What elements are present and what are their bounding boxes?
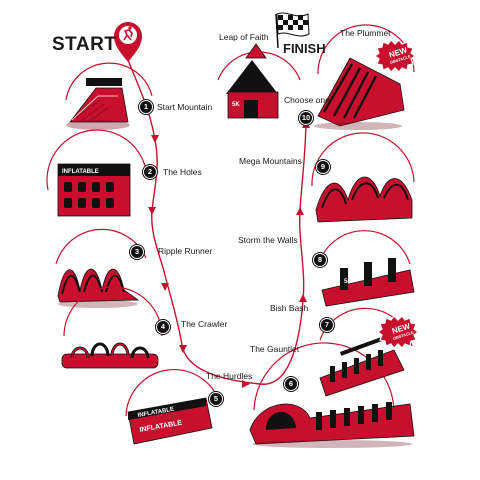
- leap-of-faith-label: Leap of Faith: [219, 32, 269, 42]
- leap-brand-text: 5K: [232, 102, 240, 108]
- station-label-mega-mountains: Mega Mountains: [239, 156, 302, 166]
- station-number-5: 5: [209, 392, 223, 406]
- obstacle-the-gauntlet-illustration: [249, 342, 415, 448]
- obstacle-leap-of-faith-illustration: 5K: [217, 43, 301, 119]
- station-number-9: 9: [316, 160, 330, 174]
- obstacle-storm-the-walls-illustration: 5K: [317, 230, 415, 307]
- station-number-7: 7: [320, 318, 334, 332]
- obstacle-the-plummet-illustration: [314, 24, 415, 130]
- station-label-choose-one: Choose one: [284, 95, 330, 105]
- start-title: START: [52, 34, 117, 55]
- new-obstacle-badge-plummet: [374, 39, 416, 73]
- station-number-10: 10: [299, 111, 313, 125]
- obstacle-mega-mountains-illustration: [311, 132, 415, 223]
- finish-title: FINISH: [283, 41, 326, 56]
- holes-brand-text: INFLATABLE: [62, 169, 99, 175]
- route-path: [127, 59, 307, 385]
- walls-brand-text: 5K: [344, 279, 352, 285]
- obstacle-the-crawler-illustration: [61, 286, 163, 369]
- station-label-bish-bash: Bish Bash: [270, 303, 309, 313]
- station-label-the-hurdles: The Hurdles: [206, 371, 253, 381]
- station-number-1: 1: [139, 100, 153, 114]
- station-label-the-holes: The Holes: [163, 167, 202, 177]
- finish-flag-icon: [275, 12, 310, 49]
- obstacle-ripple-runner-illustration: [55, 228, 147, 308]
- the-plummet-label: The Plummet: [340, 28, 391, 38]
- station-number-6: 6: [284, 377, 298, 391]
- start-pin-icon: [114, 22, 142, 62]
- station-label-the-crawler: The Crawler: [181, 319, 228, 329]
- new-obstacle-badge-bish-bash: [377, 315, 419, 349]
- station-number-2: 2: [143, 165, 157, 179]
- obstacle-the-holes-illustration: INFLATABLE: [46, 129, 147, 217]
- station-label-ripple-runner: Ripple Runner: [158, 246, 213, 256]
- obstacle-start-mountain-illustration: [65, 62, 153, 130]
- station-number-8: 8: [313, 253, 327, 267]
- station-number-3: 3: [130, 245, 144, 259]
- station-label-start-mountain: Start Mountain: [157, 102, 213, 112]
- route-arrows: [148, 120, 310, 388]
- station-label-storm-the-walls: Storm the Walls: [238, 235, 298, 245]
- station-label-the-gauntlet: The Gauntlet: [250, 344, 300, 354]
- obstacle-the-hurdles-illustration: INFLATABLE INFLATABLE: [125, 369, 221, 445]
- station-number-4: 4: [156, 320, 170, 334]
